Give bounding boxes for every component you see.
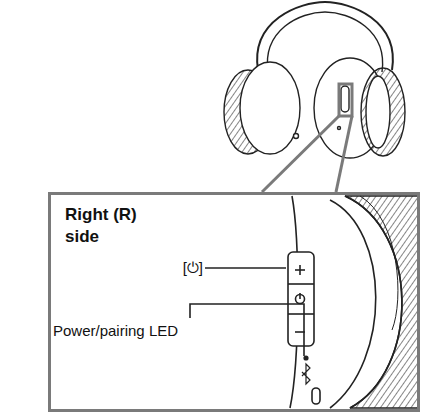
button-label: [⏻] xyxy=(182,259,204,277)
inset-heading: Right (R) side xyxy=(65,204,145,248)
inset-frame: Right (R) side xyxy=(48,192,420,412)
led-label: Power/pairing LED xyxy=(52,322,179,339)
